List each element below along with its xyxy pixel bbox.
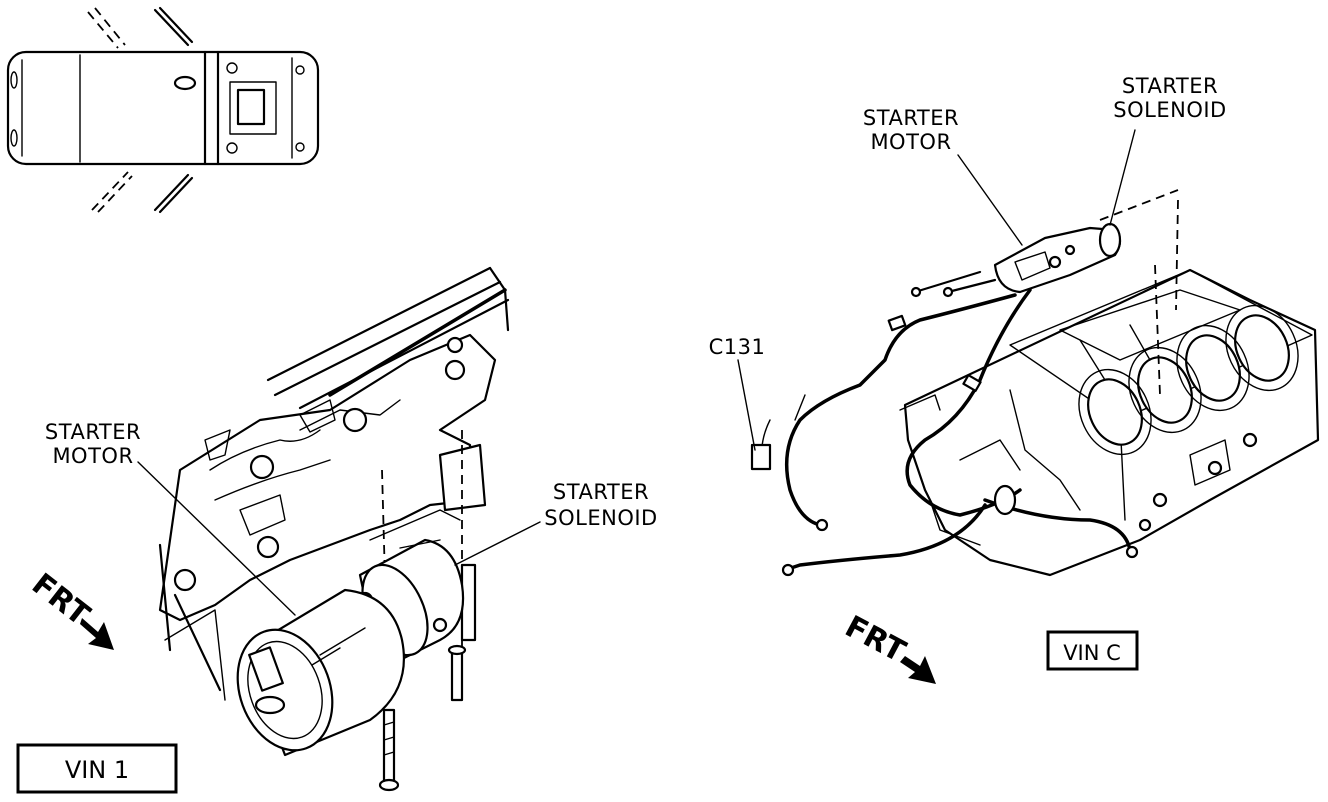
starter-motor-label-vin1: STARTER MOTOR — [45, 420, 141, 468]
starter-solenoid-label-line1-vinc: STARTER — [1122, 74, 1218, 98]
vinc-badge: VIN C — [1046, 630, 1139, 671]
vin1-badge: VIN 1 — [16, 743, 178, 794]
connector-c131-icon — [750, 443, 772, 471]
vin1-label: VIN 1 — [65, 756, 129, 784]
starter-solenoid-label-line2: SOLENOID — [544, 506, 657, 530]
front-label-vinc: FRT — [839, 609, 911, 670]
starter-motor-vinc — [910, 222, 1122, 298]
connector-label-vinc: C131 — [709, 335, 766, 359]
front-indicator-vinc: FRT — [839, 609, 936, 684]
starter-motor-label-line2: MOTOR — [52, 444, 133, 468]
starter-motor-label-line2-vinc: MOTOR — [870, 130, 951, 154]
starter-solenoid-label-line2-vinc: SOLENOID — [1113, 98, 1226, 122]
starter-motor-label-line1: STARTER — [45, 420, 141, 444]
starter-solenoid-label-vinc: STARTER SOLENOID — [1113, 74, 1226, 122]
leader-lines-vin1 — [137, 461, 541, 616]
arrow-down-right-icon — [80, 618, 114, 650]
mounting-guide-lines-vinc — [1099, 189, 1179, 396]
starter-motor-label-line1-vinc: STARTER — [863, 106, 959, 130]
wiring-harness-vinc — [750, 288, 1139, 577]
vehicle-locator-icon — [6, 6, 320, 214]
starter-solenoid-label-vin1: STARTER SOLENOID — [544, 480, 657, 530]
vinc-label: VIN C — [1063, 641, 1121, 665]
c131-label: C131 — [709, 335, 766, 359]
leader-lines-vinc — [737, 129, 1136, 451]
starter-motor-vin1 — [236, 538, 467, 792]
front-indicator-vin1: FRT — [25, 567, 114, 650]
starter-solenoid-label-line1: STARTER — [553, 480, 649, 504]
starter-motor-label-vinc: STARTER MOTOR — [863, 106, 959, 154]
arrow-down-right-icon — [900, 656, 936, 684]
